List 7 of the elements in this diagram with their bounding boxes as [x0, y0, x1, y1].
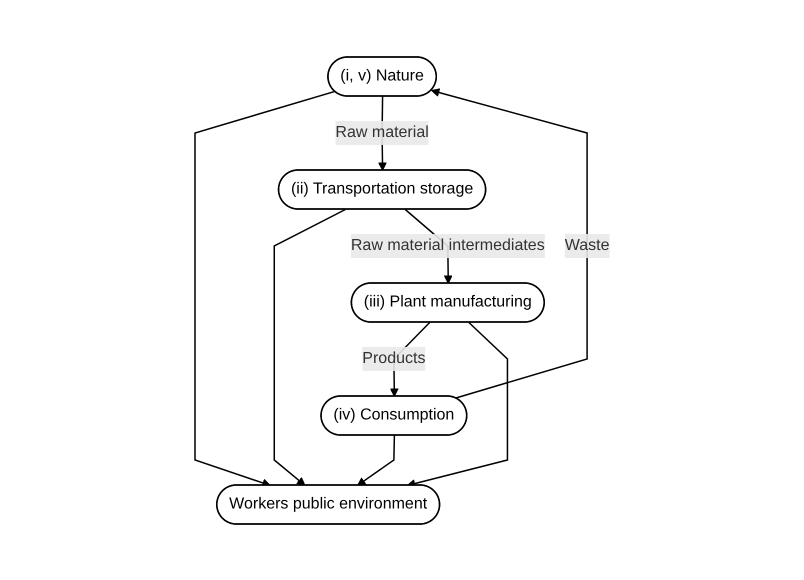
edge-label: Raw material [335, 124, 429, 140]
arrow [356, 434, 395, 486]
arrow [273, 208, 346, 486]
edge-label: Waste [564, 236, 610, 254]
edge-label: Products [362, 349, 426, 366]
arrow [430, 88, 588, 398]
edge-label: Raw material intermediates [350, 236, 544, 254]
